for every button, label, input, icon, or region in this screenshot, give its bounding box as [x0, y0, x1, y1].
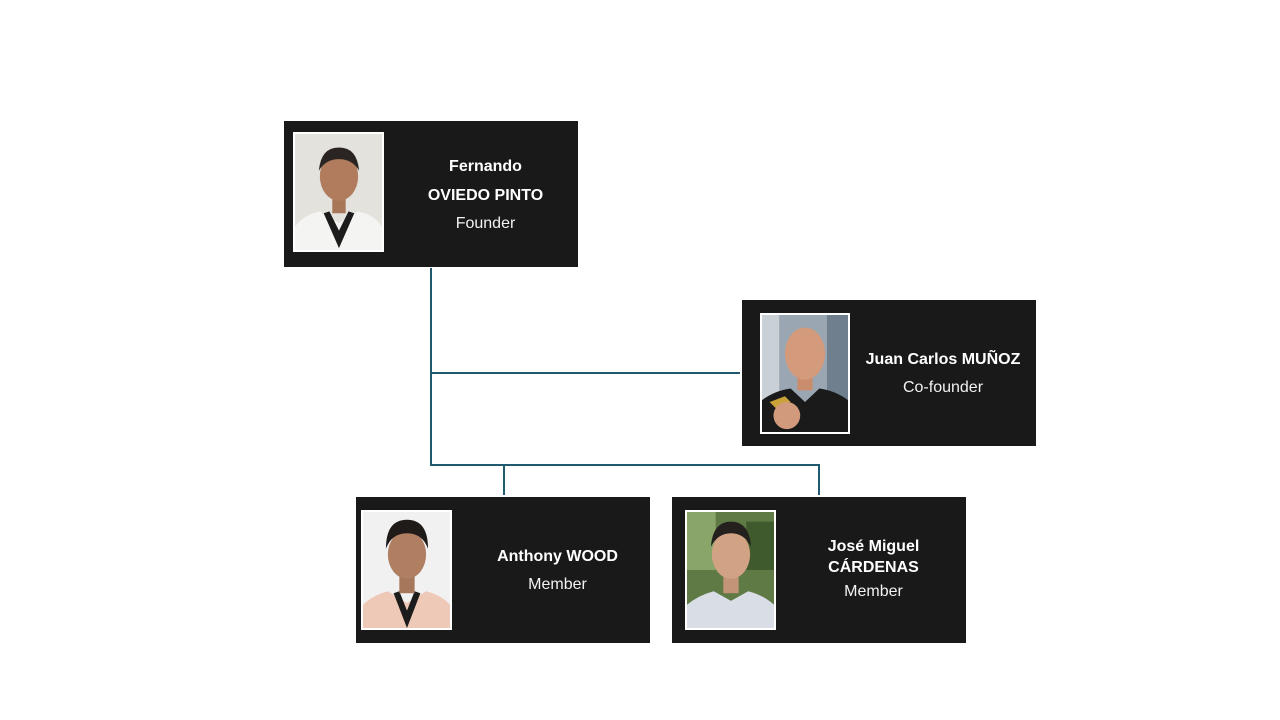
member-1-role: Member [528, 576, 587, 593]
member-2-name-first: José Miguel [827, 537, 920, 555]
founder-photo [293, 132, 384, 252]
member-1-photo [361, 510, 452, 630]
founder-info: Fernando OVIEDO PINTO Founder [402, 141, 569, 247]
cofounder-role: Co-founder [902, 379, 984, 396]
founder-name-last: OVIEDO PINTO [427, 186, 544, 204]
founder-card: Fernando OVIEDO PINTO Founder [284, 121, 578, 267]
member-2-role: Member [844, 582, 903, 600]
member-1-info: Anthony WOOD Member [474, 517, 641, 623]
founder-name-first: Fernando [449, 157, 522, 175]
member-1-name: Anthony WOOD [497, 548, 618, 565]
member-2-name-last: CÁRDENAS [828, 558, 919, 576]
member-2-photo [685, 510, 776, 630]
cofounder-info: Juan Carlos MUÑOZ Co-founder [854, 320, 1032, 426]
cofounder-name: Juan Carlos MUÑOZ [865, 351, 1021, 368]
member-card-1: Anthony WOOD Member [356, 497, 650, 643]
cofounder-photo [760, 313, 850, 434]
founder-role: Founder [455, 214, 516, 232]
member-2-info: José Miguel CÁRDENAS Member [790, 517, 957, 623]
member-card-2: José Miguel CÁRDENAS Member [672, 497, 966, 643]
cofounder-card: Juan Carlos MUÑOZ Co-founder [742, 300, 1036, 446]
